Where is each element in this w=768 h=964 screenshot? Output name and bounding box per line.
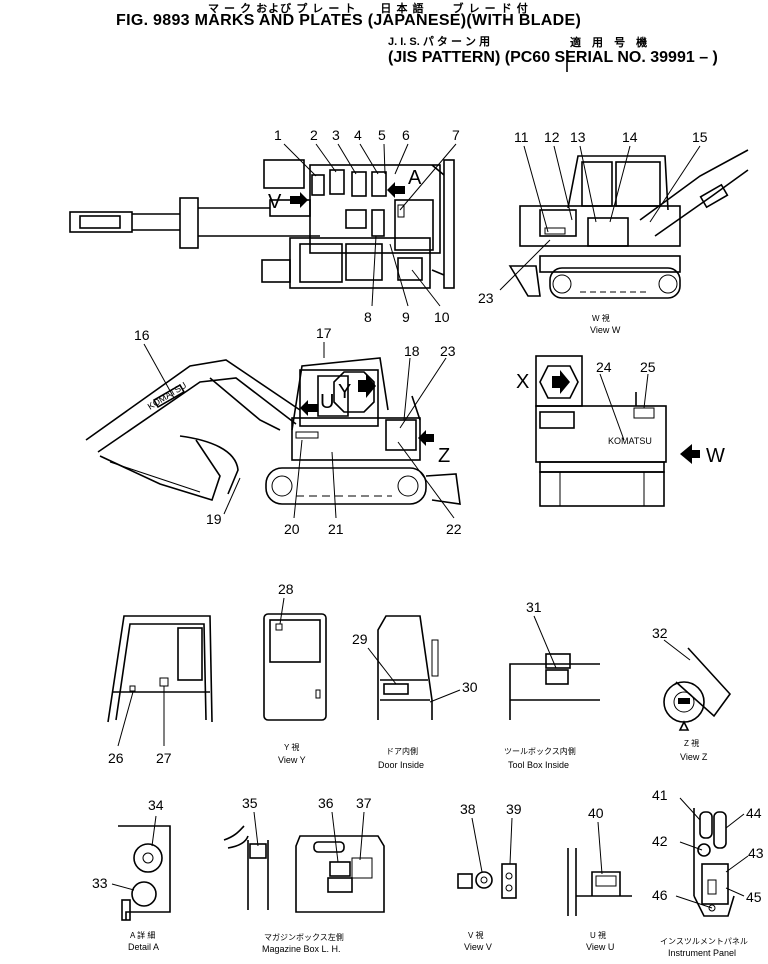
callout-30: 30	[462, 679, 478, 695]
callout-44: 44	[746, 805, 762, 821]
figure-title: FIG. 9893 MARKS AND PLATES (JAPANESE)(WI…	[116, 12, 582, 29]
callout-40: 40	[588, 805, 604, 821]
callout-17: 17	[316, 325, 332, 341]
callout-7: 7	[452, 127, 460, 143]
view-v-caption: View V	[464, 942, 492, 952]
figure-subtitle: (JIS PATTERN) (PC60 SERIAL NO. 39991 – )	[388, 49, 718, 66]
view-z-letter: Z	[438, 445, 450, 467]
callout-36: 36	[318, 795, 334, 811]
callout-10: 10	[434, 309, 450, 325]
callout-31: 31	[526, 599, 542, 615]
callout-25: 25	[640, 359, 656, 375]
tool-box-caption: Tool Box Inside	[508, 760, 569, 770]
callout-12: 12	[544, 129, 560, 145]
detail-a-ja: A 詳 細	[130, 930, 155, 940]
view-v-letter: V	[268, 191, 282, 213]
view-u-drawing: 40 U 視 View U	[567, 805, 632, 952]
callout-22: 22	[446, 521, 462, 537]
callout-19: 19	[206, 511, 222, 527]
view-y-ja: Y 視	[284, 743, 299, 752]
tool-box-ja: ツールボックス内側	[504, 746, 576, 756]
callout-33: 33	[92, 875, 108, 891]
callout-8: 8	[364, 309, 372, 325]
door-inside-drawing: 29 30 ドア内側 Door Inside	[352, 615, 478, 770]
view-z-drawing: 32 Z 視 View Z	[652, 625, 732, 762]
callout-35: 35	[242, 795, 258, 811]
view-z-caption: View Z	[680, 752, 708, 762]
callout-14: 14	[622, 129, 638, 145]
cab-frame-view: 26 27	[107, 615, 213, 766]
callout-6: 6	[402, 127, 410, 143]
callout-45: 45	[746, 889, 762, 905]
view-u-caption: View U	[586, 942, 614, 952]
view-u-ja: U 視	[590, 931, 606, 940]
callout-27: 27	[156, 750, 172, 766]
jis-japanese-label: J. I. S. パ タ ー ン 用	[388, 36, 491, 48]
view-w-ja: W 視	[592, 314, 610, 323]
view-x-letter: X	[516, 371, 529, 393]
callout-1: 1	[274, 127, 282, 143]
callout-23a: 23	[478, 290, 494, 306]
callout-29: 29	[352, 631, 368, 647]
callout-13: 13	[570, 129, 586, 145]
view-u-letter: U	[320, 391, 334, 413]
view-w-drawing: 11 12 13 14 15 23 W 視 View W	[478, 129, 749, 335]
detail-a-caption: Detail A	[128, 942, 159, 952]
view-y-letter: Y	[338, 381, 351, 403]
instrument-panel-drawing: 41 44 42 43 45 46 インスツルメントパネル Instrument…	[652, 787, 764, 958]
view-z-ja: Z 視	[684, 739, 699, 748]
magazine-box-caption: Magazine Box L. H.	[262, 944, 341, 954]
applicable-japanese-label: 適 用 号 機	[570, 37, 652, 49]
callout-41: 41	[652, 787, 668, 803]
callout-20: 20	[284, 521, 300, 537]
callout-32: 32	[652, 625, 668, 641]
callout-4: 4	[354, 127, 362, 143]
view-a-letter: A	[408, 167, 422, 189]
view-v-ja: V 視	[468, 931, 484, 940]
callout-38: 38	[460, 801, 476, 817]
tool-box-view: 31 ツールボックス内側 Tool Box Inside	[504, 599, 600, 770]
callout-43: 43	[748, 845, 764, 861]
view-y-caption: View Y	[278, 755, 306, 765]
callout-16: 16	[134, 327, 150, 343]
callout-5: 5	[378, 127, 386, 143]
callout-39: 39	[506, 801, 522, 817]
callout-23b: 23	[440, 343, 456, 359]
view-v-drawing: 38 39 V 視 View V	[457, 801, 522, 952]
side-view: KOMATSU U Y Z	[85, 325, 462, 537]
callout-18: 18	[404, 343, 420, 359]
detail-a-drawing: 34 33 A 詳 細 Detail A	[92, 797, 171, 952]
rear-view: KOMATSU W X 24 25	[516, 355, 725, 507]
rear-brand-mark: KOMATSU	[608, 436, 652, 446]
door-inside-ja: ドア内側	[386, 746, 418, 756]
callout-28: 28	[278, 581, 294, 597]
callout-21: 21	[328, 521, 344, 537]
callout-42: 42	[652, 833, 668, 849]
callout-26: 26	[108, 750, 124, 766]
callout-46: 46	[652, 887, 668, 903]
callout-3: 3	[332, 127, 340, 143]
callout-37: 37	[356, 795, 372, 811]
callout-9: 9	[402, 309, 410, 325]
view-w-letter: W	[706, 445, 725, 467]
door-inside-caption: Door Inside	[378, 760, 424, 770]
callout-2: 2	[310, 127, 318, 143]
view-w-caption: View W	[590, 325, 621, 335]
magazine-box-ja: マガジンボックス左側	[264, 932, 344, 942]
instrument-panel-ja: インスツルメントパネル	[660, 937, 748, 946]
callout-11: 11	[514, 129, 529, 145]
japanese-title: マ ー ク および プ レ ー ト 日 本 語 ブ レ ー ド 付	[208, 3, 529, 15]
plan-view: V A 1 2 3 4 5 6 7 8 9 10	[69, 127, 460, 325]
callout-15: 15	[692, 129, 708, 145]
callout-34: 34	[148, 797, 164, 813]
magazine-box-drawing: 35 36 37 マガジンボックス左側 Magazine Box L. H.	[223, 795, 385, 954]
instrument-panel-caption: Instrument Panel	[668, 948, 736, 958]
view-y-drawing: 28 Y 視 View Y	[263, 581, 327, 765]
callout-24: 24	[596, 359, 612, 375]
